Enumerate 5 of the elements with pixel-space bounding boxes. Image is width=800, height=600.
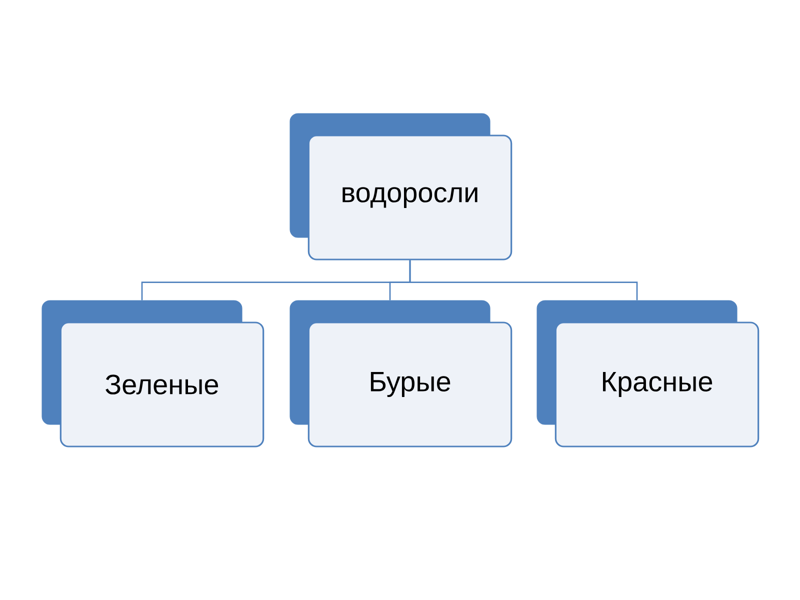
process-box: Бурые <box>290 300 512 448</box>
process-box: Красные <box>536 300 760 448</box>
connector-line <box>409 260 638 300</box>
process-box: Зеленые <box>42 300 264 448</box>
process-box: водоросли <box>290 113 512 260</box>
